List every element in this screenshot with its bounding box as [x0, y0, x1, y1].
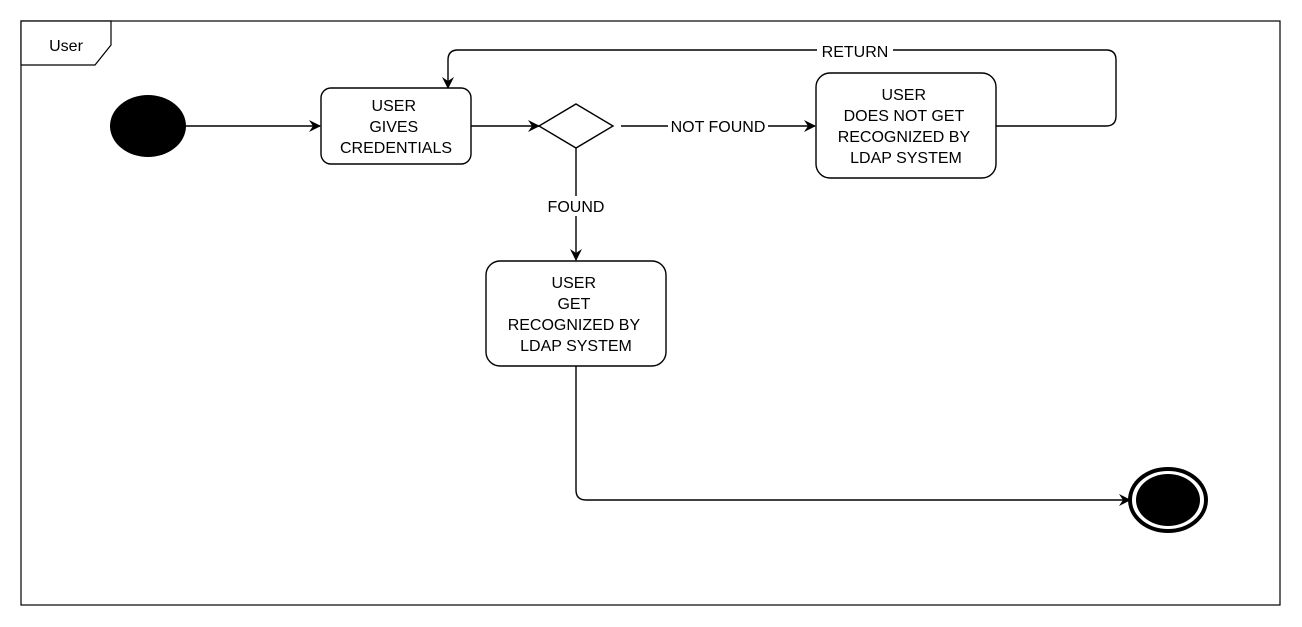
action-label-line: USER — [552, 275, 596, 292]
action-label-line: LDAP SYSTEM — [850, 150, 962, 167]
action-label-line: RECOGNIZED BY — [508, 317, 641, 334]
edge-label-found: FOUND — [548, 199, 605, 216]
action-label-line: USER — [882, 87, 926, 104]
action-user-not-recognized: USER DOES NOT GET RECOGNIZED BY LDAP SYS… — [815, 72, 997, 179]
svg-text:USER DOES NOT GET: USER DOES NOT GET RECOGNIZED BY LDAP SYS… — [838, 87, 975, 167]
svg-text:USER GET RECOGNIZE: USER GET RECOGNIZED BY LDAP SYSTEM — [508, 275, 645, 355]
action-label-line: USER — [372, 98, 416, 115]
action-label-line: RECOGNIZED BY — [838, 129, 971, 146]
edge-return — [442, 49, 1117, 127]
action-user-recognized: USER GET RECOGNIZED BY LDAP SYSTEM — [485, 260, 667, 367]
frame-tab — [20, 20, 112, 66]
frame-title: User — [49, 38, 83, 55]
edge-label-return: RETURN — [822, 44, 889, 61]
action-label-line: GET — [557, 296, 590, 313]
action-label-line: GIVES — [369, 119, 418, 136]
action-label-line: CREDENTIALS — [340, 140, 452, 157]
initial-node — [110, 95, 186, 157]
final-node — [1128, 467, 1208, 533]
action-label-line: DOES NOT GET — [844, 108, 965, 125]
edge-recognized-to-final — [575, 366, 1131, 506]
svg-text:USER GIVES CREDENT: USER GIVES CREDENTIALS — [340, 98, 452, 157]
edge-label-not-found: NOT FOUND — [671, 119, 766, 136]
action-user-gives-credentials: USER GIVES CREDENTIALS — [320, 87, 472, 165]
action-label-line: LDAP SYSTEM — [520, 338, 632, 355]
